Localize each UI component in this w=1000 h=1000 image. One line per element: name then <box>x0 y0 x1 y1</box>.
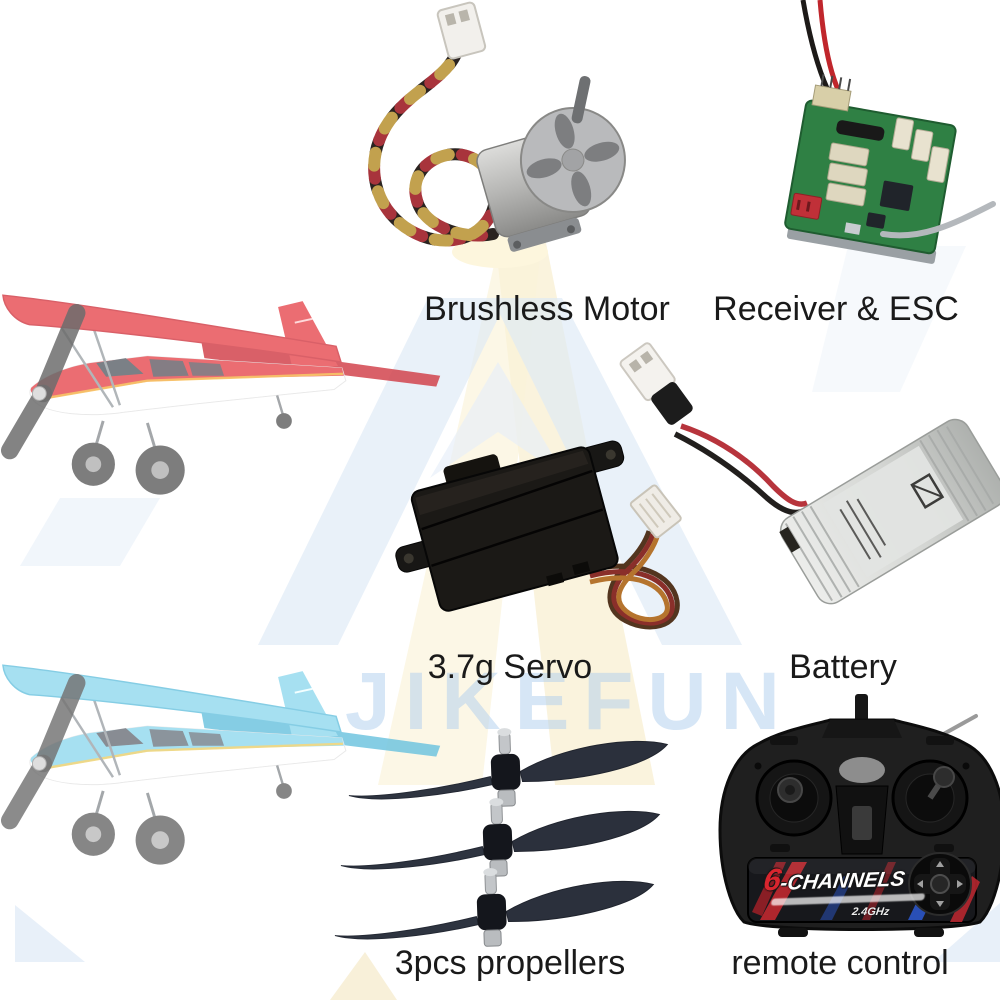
left-joystick <box>755 759 833 837</box>
motor-shaft <box>571 75 591 124</box>
inductor <box>836 120 885 141</box>
caption-propellers: 3pcs propellers <box>394 944 626 982</box>
remote-control-photo <box>718 694 1000 937</box>
brand-watermark: JIKEFUN <box>345 656 794 747</box>
antenna-stub <box>855 694 868 724</box>
tail-accent <box>294 687 313 694</box>
wing-strut <box>93 330 122 406</box>
gear-strut <box>275 765 285 786</box>
fuselage-stripe <box>44 742 343 770</box>
battery-wire-red <box>680 423 809 507</box>
blue-airplane <box>0 664 441 865</box>
propeller-blade <box>34 304 86 403</box>
side-window <box>188 362 225 376</box>
red-connector <box>790 192 823 220</box>
servo-connector <box>629 484 682 539</box>
propeller-blade <box>0 384 53 460</box>
caption-brushless-motor: Brushless Motor <box>424 290 670 328</box>
tail-wheel <box>276 413 292 429</box>
speaker-oval <box>839 757 885 783</box>
propeller-blade <box>0 754 53 830</box>
channels-text: 6-CHANNELS <box>761 858 908 899</box>
main-wing <box>2 294 343 363</box>
trim-switch <box>934 844 954 852</box>
foil-ridges <box>784 426 995 602</box>
label-print <box>839 498 887 560</box>
propellers-photo <box>332 721 670 953</box>
jst-sockets <box>891 117 950 183</box>
beam-fragment <box>330 952 397 1000</box>
shoulder-button <box>926 736 954 745</box>
tail-wheel <box>276 783 292 799</box>
red-airplane <box>0 294 441 495</box>
wire-antenna <box>938 714 978 738</box>
battery-photo <box>619 342 1000 605</box>
fuselage-stripe <box>44 372 343 400</box>
foot <box>778 928 808 937</box>
servo-wires <box>589 530 680 630</box>
caption-remote-control: remote control <box>731 944 949 982</box>
wheel-hub <box>85 456 102 473</box>
wing-strut <box>93 700 122 776</box>
battery-cell <box>779 418 1000 605</box>
frequency-text: 2.4GHz <box>851 906 891 918</box>
gear-strut <box>275 395 285 416</box>
main-wing <box>2 664 343 733</box>
tail-accent <box>294 317 313 324</box>
spinner <box>31 386 47 401</box>
brushless-motor-photo <box>368 1 626 252</box>
antenna-wire <box>880 201 996 239</box>
side-window <box>149 729 189 747</box>
shoulder-button <box>770 736 798 745</box>
servo-photo <box>395 440 682 630</box>
label-symbol <box>910 472 945 509</box>
screw <box>962 762 970 770</box>
propeller-blade <box>34 674 86 773</box>
caption-receiver-esc: Receiver & ESC <box>713 290 959 328</box>
motor-spokes <box>526 113 620 207</box>
battery-tab <box>779 526 801 553</box>
wheel-hub <box>151 831 170 849</box>
side-window <box>188 732 225 746</box>
connector-housing <box>651 382 693 425</box>
dpad <box>908 852 972 916</box>
motor-mount <box>507 217 582 252</box>
caption-battery: Battery <box>789 648 897 686</box>
pcb-board <box>784 74 957 264</box>
wheel-hub <box>85 826 102 843</box>
battery-connector <box>619 342 693 425</box>
chip <box>866 212 886 229</box>
foot <box>914 928 944 937</box>
dpad-arrows <box>917 861 963 907</box>
screw <box>754 762 762 770</box>
chip <box>879 180 914 211</box>
side-window <box>149 359 189 377</box>
motor-wires <box>368 48 502 247</box>
battery-wire-black <box>673 431 807 516</box>
trim-switch <box>770 844 790 852</box>
spinner <box>31 756 47 771</box>
wheel-hub <box>151 461 170 479</box>
motor-bell <box>476 75 626 252</box>
caption-servo: 3.7g Servo <box>427 648 593 686</box>
console-switch <box>852 806 872 840</box>
channels-word: -CHANNELS <box>778 867 907 895</box>
battery-label <box>822 445 964 578</box>
receiver-esc-photo <box>784 0 996 264</box>
right-joystick <box>891 759 969 837</box>
servo-body <box>395 440 625 612</box>
smd-part <box>844 222 861 235</box>
motor-connector <box>436 1 487 60</box>
servo-ports <box>825 142 870 207</box>
